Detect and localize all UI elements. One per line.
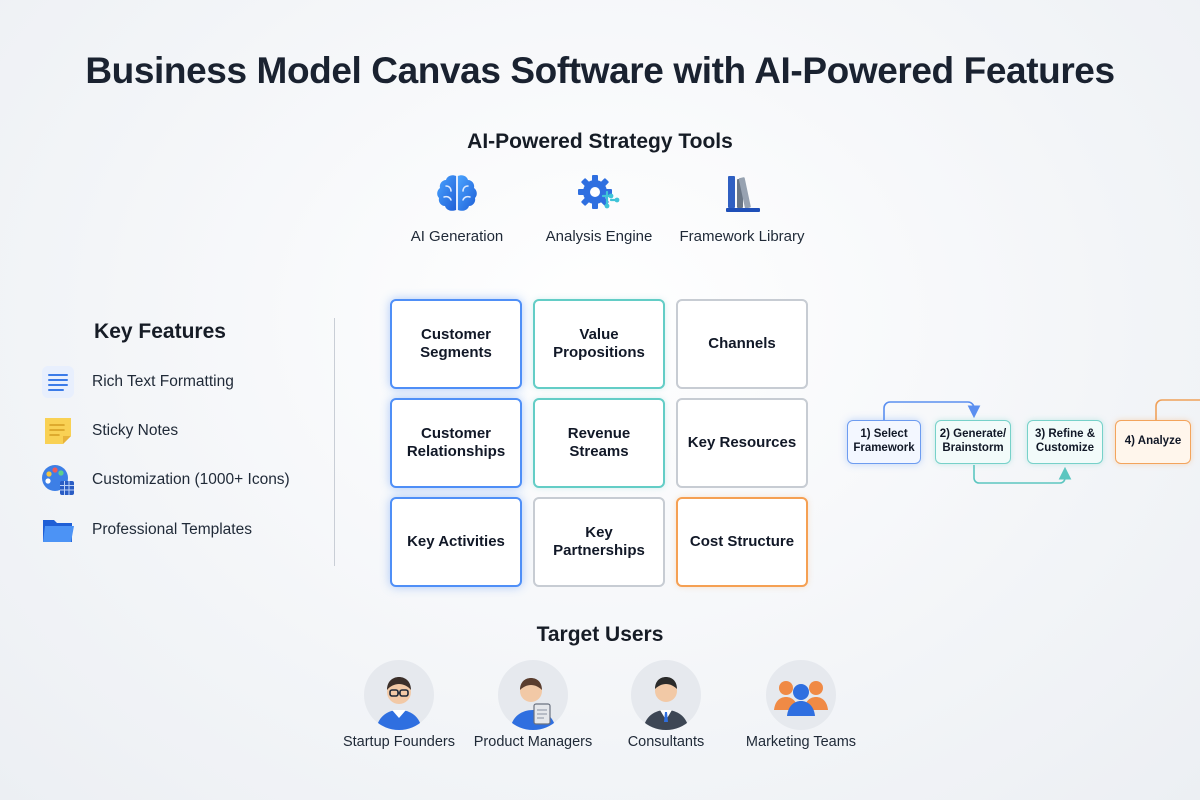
tool-label: Framework Library	[679, 228, 805, 245]
target-users-title: Target Users	[536, 623, 664, 646]
canvas-cell-revenue-streams[interactable]: Revenue Streams	[533, 398, 665, 488]
feature-label: Customization (1000+ Icons)	[92, 471, 290, 488]
manager-avatar-icon	[510, 678, 556, 730]
text-lines-icon	[42, 366, 74, 398]
gear-analysis-icon	[578, 175, 620, 209]
team-avatar-icon	[774, 681, 828, 716]
canvas-cell-value-propositions[interactable]: Value Propositions	[533, 299, 665, 389]
canvas-cell-customer-segments[interactable]: Customer Segments	[390, 299, 522, 389]
user-product-managers[interactable]: Product Managers	[468, 660, 598, 751]
key-features-title: Key Features	[94, 320, 226, 343]
feature-label: Professional Templates	[92, 521, 252, 538]
workflow-step-refine[interactable]: 3) Refine & Customize	[1027, 420, 1103, 464]
tool-label: AI Generation	[410, 228, 504, 245]
folder-icon	[43, 520, 74, 542]
connector-arrow-4	[1155, 399, 1200, 420]
palette-icon	[42, 465, 74, 495]
canvas-cell-customer-relationships[interactable]: Customer Relationships	[390, 398, 522, 488]
section-divider	[334, 318, 335, 566]
workflow-step-generate[interactable]: 2) Generate/ Brainstorm	[935, 420, 1011, 464]
feature-templates[interactable]: Professional Templates	[40, 510, 252, 550]
user-label: Startup Founders	[342, 734, 456, 750]
canvas-cell-key-activities[interactable]: Key Activities	[390, 497, 522, 587]
brain-icon	[437, 175, 477, 211]
tool-ai-generation[interactable]: AI Generation	[382, 170, 532, 245]
user-label: Product Managers	[473, 734, 593, 750]
tool-analysis-engine[interactable]: Analysis Engine	[524, 170, 674, 245]
canvas-cell-cost-structure[interactable]: Cost Structure	[676, 497, 808, 587]
canvas-cell-key-partnerships[interactable]: Key Partnerships	[533, 497, 665, 587]
workflow-step-analyze[interactable]: 4) Analyze	[1115, 420, 1191, 464]
tool-framework-library[interactable]: Framework Library	[667, 170, 817, 245]
user-label: Consultants	[627, 734, 705, 750]
connector-arrow-2-3	[973, 465, 1072, 484]
user-consultants[interactable]: Consultants	[601, 660, 731, 751]
user-startup-founders[interactable]: Startup Founders	[334, 660, 464, 751]
feature-sticky-notes[interactable]: Sticky Notes	[40, 411, 178, 451]
feature-rich-text[interactable]: Rich Text Formatting	[40, 362, 234, 402]
sticky-note-icon	[45, 418, 71, 444]
user-marketing-teams[interactable]: Marketing Teams	[736, 660, 866, 751]
canvas-cell-channels[interactable]: Channels	[676, 299, 808, 389]
canvas-cell-key-resources[interactable]: Key Resources	[676, 398, 808, 488]
tool-label: Analysis Engine	[545, 228, 653, 245]
books-icon	[726, 176, 760, 212]
consultant-avatar-icon	[643, 677, 689, 730]
workflow-step-select-framework[interactable]: 1) Select Framework	[847, 420, 921, 464]
ai-tools-title: AI-Powered Strategy Tools	[467, 130, 733, 153]
connector-arrow-1-2	[883, 401, 981, 420]
workflow-connectors	[883, 399, 1200, 484]
founder-avatar-icon	[376, 677, 422, 730]
page-title: Business Model Canvas Software with AI-P…	[85, 50, 1115, 91]
feature-label: Rich Text Formatting	[92, 373, 234, 390]
user-label: Marketing Teams	[745, 734, 857, 750]
feature-customization[interactable]: Customization (1000+ Icons)	[40, 460, 290, 500]
feature-label: Sticky Notes	[92, 422, 179, 439]
